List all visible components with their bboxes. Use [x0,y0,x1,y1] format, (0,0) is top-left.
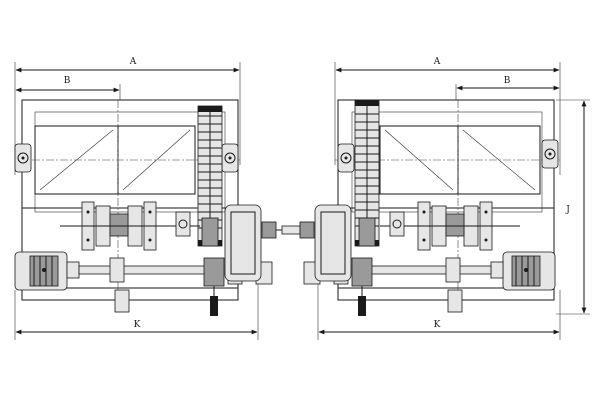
right-dim-a-label: A [433,57,441,67]
right-brake-assembly [380,201,520,251]
right-dimension-b: B [455,76,560,100]
left-dim-a-label: A [129,57,137,67]
left-trolley-unit: A B [14,57,301,340]
right-dim-b-label: B [504,76,511,86]
right-dimension-k: K [317,284,561,340]
left-gear-reducer [224,204,301,282]
right-travel-motor [490,251,556,291]
left-brake-assembly [60,201,200,251]
left-travel-motor [14,251,80,291]
right-dim-k-label: K [434,320,441,330]
left-end-wheel-right [221,143,239,173]
left-dimension-k: K [14,284,259,340]
right-dimension-j: J [556,99,590,315]
left-large-gear [197,105,223,247]
left-dimension-b: B [15,76,121,100]
right-trolley-unit: A B [299,57,590,340]
right-dim-j-label: J [565,205,570,215]
right-end-wheel-left [337,143,355,173]
right-large-gear [354,99,380,247]
left-end-wheel-left [14,143,32,173]
right-end-wheel-right [541,139,559,169]
left-dim-b-label: B [64,76,71,86]
right-dimension-a: A [334,57,561,175]
right-hoist-drum [335,100,560,300]
right-gear-reducer [299,204,352,282]
left-dim-k-label: K [134,320,141,330]
